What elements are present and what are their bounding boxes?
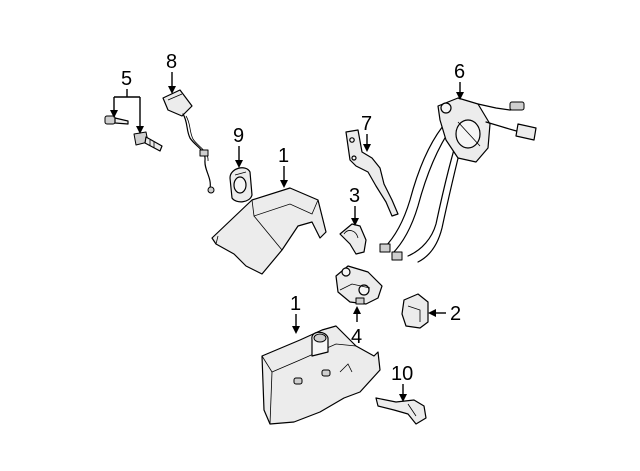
part-lever: [375, 397, 427, 425]
callout-10: 10: [391, 363, 413, 385]
part-screws: [104, 115, 163, 152]
part-lock-housing: [335, 265, 383, 305]
callout-6: 6: [454, 61, 465, 83]
callout-3: 3: [349, 185, 360, 207]
part-clip: [339, 223, 367, 255]
callout-labels: 1 1 2 3 4 5 6 7 8 9 10: [121, 51, 465, 385]
part-cap: [401, 293, 429, 329]
callout-1-upper: 1: [278, 145, 289, 167]
leader-lines: [110, 72, 464, 402]
part-lower-cover: [261, 325, 381, 425]
callout-2: 2: [450, 303, 461, 325]
part-bracket: [345, 129, 399, 217]
callout-7: 7: [361, 113, 372, 135]
callout-8: 8: [166, 51, 177, 73]
part-upper-cover: [211, 187, 327, 275]
callout-9: 9: [233, 125, 244, 147]
callout-4: 4: [351, 326, 362, 348]
callout-1-lower: 1: [290, 293, 301, 315]
part-switch: [229, 167, 253, 203]
part-sensor-harness: [162, 89, 215, 194]
callout-5: 5: [121, 68, 132, 90]
part-combination-switch: [379, 97, 537, 263]
